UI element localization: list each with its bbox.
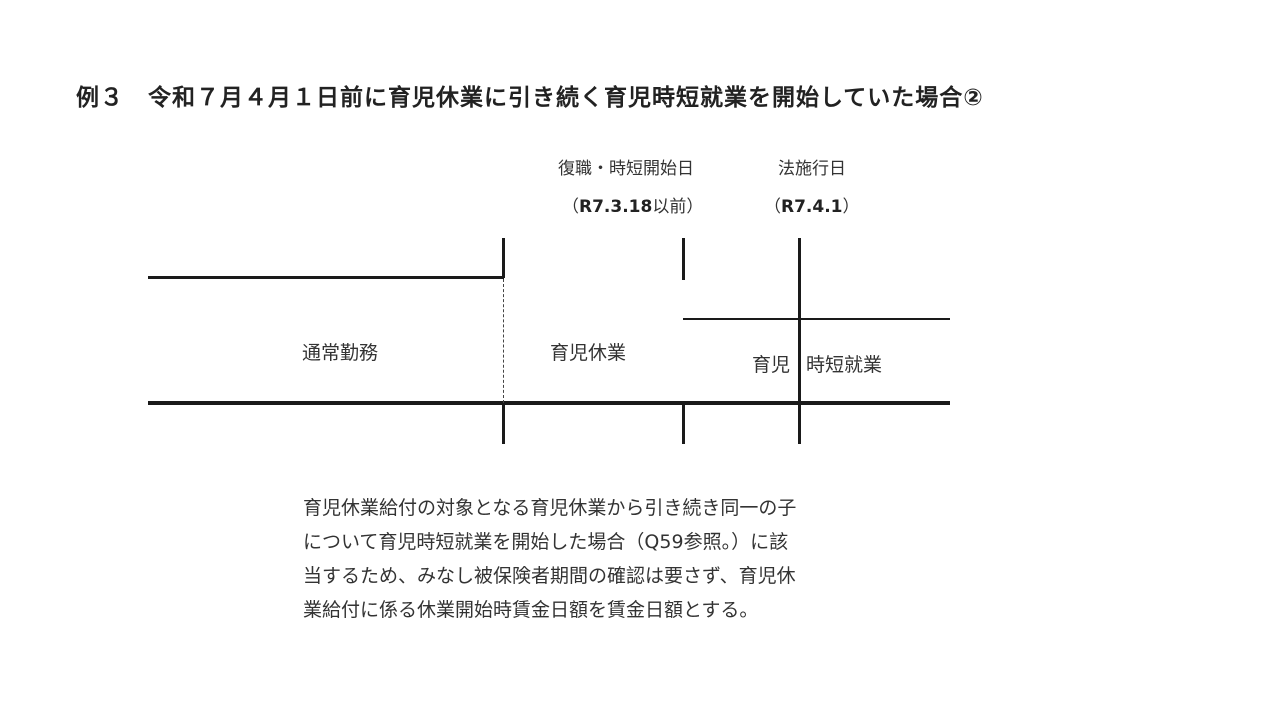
leave-start-lower-tick bbox=[502, 404, 505, 444]
return-date-suffix: 以前） bbox=[652, 197, 704, 217]
note-line: について育児時短就業を開始した場合（Q59参照。）に該 bbox=[303, 531, 789, 553]
return-date-open: （ bbox=[562, 197, 579, 217]
enforcement-date-close: ） bbox=[842, 197, 860, 217]
enforcement-date: R7.4.1 bbox=[781, 197, 843, 217]
timeline-base-line bbox=[148, 401, 950, 405]
note-line: 当するため、みなし被保険者期間の確認は要さず、育児休 bbox=[303, 565, 796, 587]
enforcement-date-label: 法施行日 bbox=[778, 159, 846, 179]
short-work-top-line bbox=[683, 318, 950, 320]
return-date-lower-tick bbox=[682, 404, 685, 444]
return-date-upper-tick bbox=[682, 238, 685, 280]
note-line: 業給付に係る休業開始時賃金日額を賃金日額とする。 bbox=[303, 599, 759, 621]
explanation-note: 育児休業給付の対象となる育児休業から引き続き同一の子 について育児時短就業を開始… bbox=[303, 491, 923, 627]
return-date-value: （R7.3.18以前） bbox=[562, 192, 703, 217]
note-line: 育児休業給付の対象となる育児休業から引き続き同一の子 bbox=[303, 497, 797, 519]
return-date-label: 復職・時短開始日 bbox=[558, 159, 694, 179]
short-work-label-part2: 時短就業 bbox=[806, 354, 883, 376]
normal-work-top-line bbox=[148, 276, 504, 279]
leave-start-upper-tick bbox=[502, 238, 505, 278]
normal-work-label: 通常勤務 bbox=[302, 342, 379, 364]
return-date: R7.3.18 bbox=[579, 197, 653, 217]
short-work-label-part1: 育児 bbox=[752, 354, 791, 376]
enforcement-date-value: （R7.4.1） bbox=[764, 192, 860, 217]
childcare-leave-label: 育児休業 bbox=[550, 342, 627, 364]
page-title: 例３ 令和７月４月１日前に育児休業に引き続く育児時短就業を開始していた場合② bbox=[76, 85, 984, 111]
leave-start-divider bbox=[503, 279, 504, 403]
enforcement-date-open: （ bbox=[764, 197, 781, 217]
enforcement-date-line bbox=[798, 238, 801, 444]
